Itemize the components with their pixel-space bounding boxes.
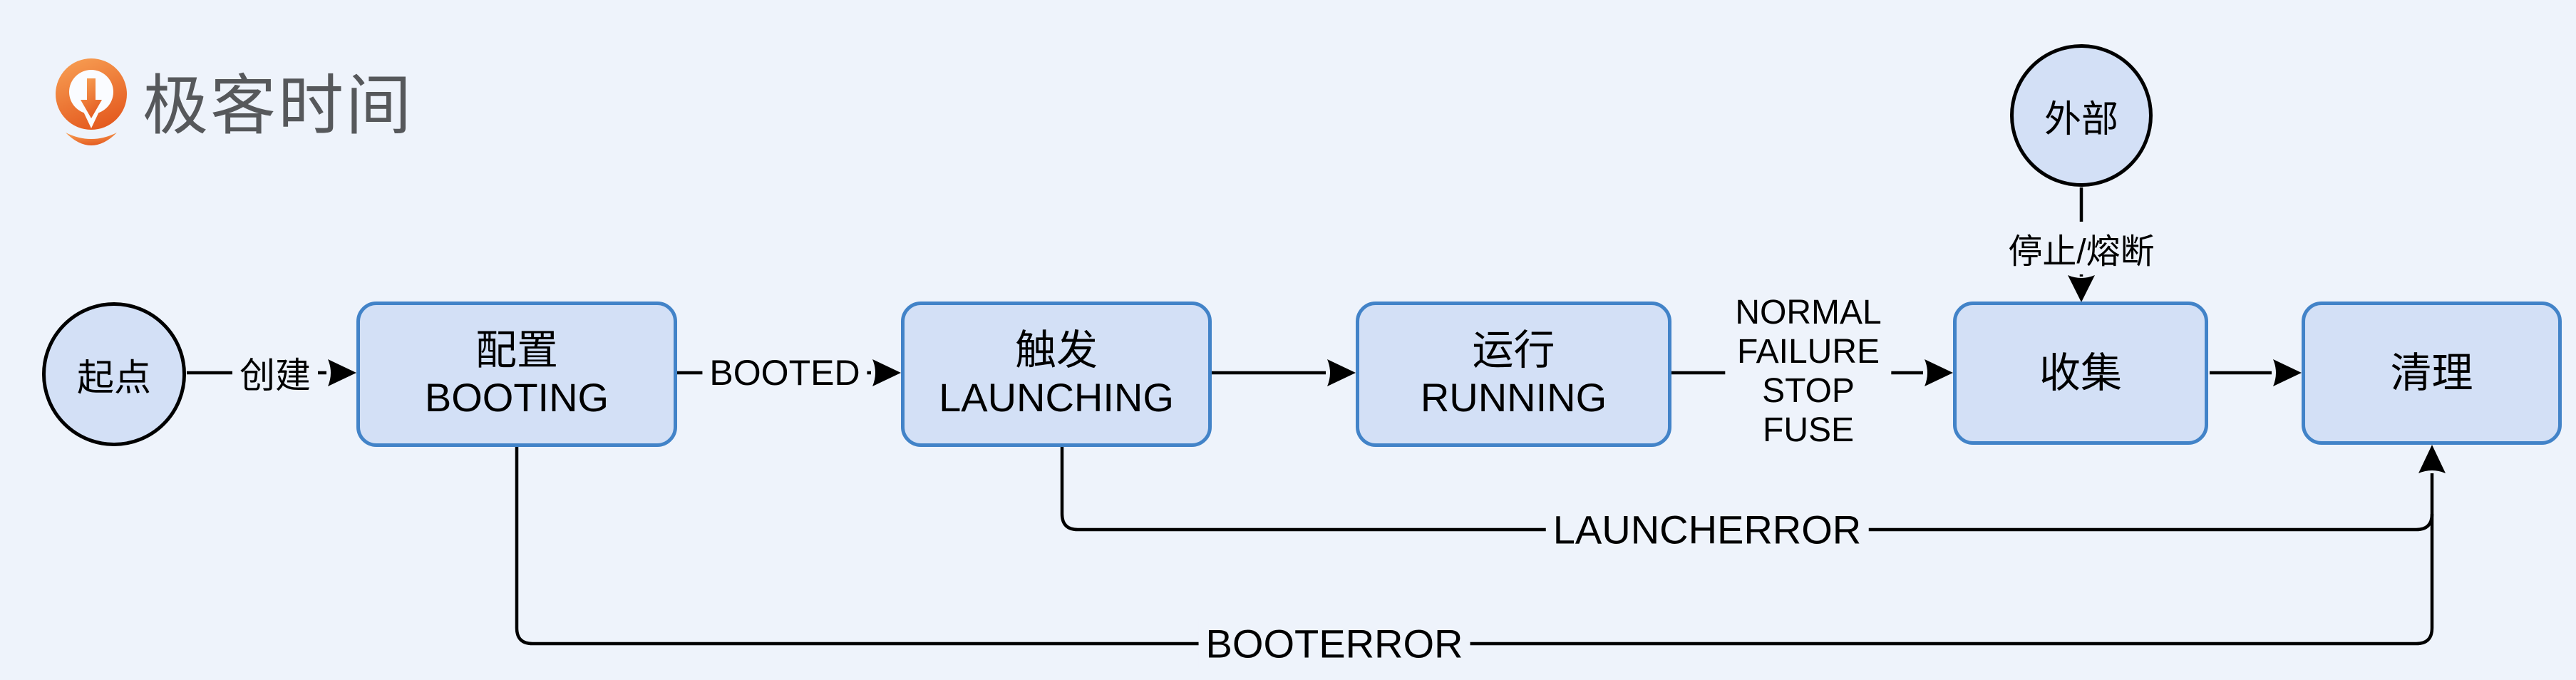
state-label-zh: 运行	[1472, 327, 1555, 374]
state-node-running: 运行 RUNNING	[1356, 302, 1671, 447]
state-label: 外部	[2044, 98, 2118, 140]
state-label-zh: 触发	[1014, 327, 1098, 374]
edge-booted-arrowhead	[872, 359, 901, 386]
edge-error-merge-arrowhead	[2418, 445, 2446, 473]
edge-label-run-result: NORMAL FAILURE STOP FUSE	[1725, 292, 1892, 451]
state-node-cleanup: 清理	[2302, 302, 2562, 445]
edge-stop-fuse-arrowhead	[2068, 275, 2095, 302]
edge-run-result-arrowhead	[1925, 359, 1953, 386]
geektime-logo: 极客时间	[54, 58, 453, 151]
state-node-start: 起点	[42, 302, 186, 446]
edge-label-launcherror: LAUNCHERROR	[1545, 505, 1869, 555]
edge-label-fuse: FUSE	[1762, 411, 1855, 449]
edge-launch-arrowhead	[1327, 359, 1356, 386]
state-node-external: 外部	[2010, 44, 2153, 187]
edge-launcherror-line	[1060, 447, 2434, 532]
edge-create-arrowhead	[328, 359, 356, 386]
state-label: 起点	[76, 357, 151, 399]
edge-label-normal: NORMAL	[1735, 294, 1882, 331]
state-label-en: LAUNCHING	[939, 375, 1174, 420]
edge-label-stop-fuse: 停止/熔断	[2001, 222, 2162, 274]
geektime-logo-icon	[56, 58, 127, 145]
edge-label-booted: BOOTED	[702, 351, 867, 395]
state-label-en: BOOTING	[424, 375, 609, 420]
edge-label-stop: STOP	[1762, 372, 1855, 410]
edge-label-booterror: BOOTERROR	[1198, 619, 1470, 669]
state-node-booting: 配置 BOOTING	[356, 302, 677, 447]
edge-label-create: 创建	[232, 346, 318, 400]
edge-collect-done-arrowhead	[2273, 359, 2302, 386]
state-label-zh: 配置	[475, 327, 558, 374]
state-label: 收集	[2039, 349, 2122, 396]
edge-label-failure: FAILURE	[1736, 333, 1880, 371]
state-label: 清理	[2390, 349, 2473, 396]
state-label-en: RUNNING	[1420, 375, 1607, 420]
edge-booterror-line	[515, 447, 2434, 646]
state-node-collect: 收集	[1953, 302, 2208, 445]
brand-name: 极客时间	[143, 70, 414, 143]
state-node-launching: 触发 LAUNCHING	[901, 302, 1212, 447]
